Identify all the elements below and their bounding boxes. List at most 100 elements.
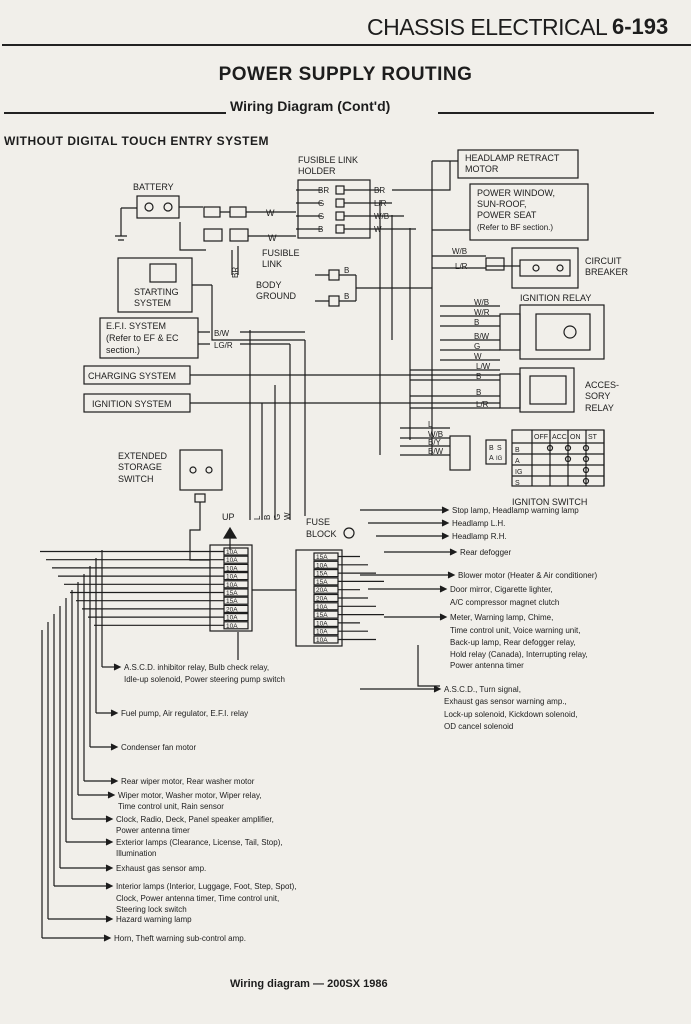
left-load-label: Idle-up solenoid, Power steering pump sw… (124, 675, 285, 684)
efi-line2: (Refer to EF & EC (106, 333, 179, 343)
switch-contact (564, 444, 572, 452)
fuse-rating-left: 10A (226, 557, 238, 564)
ignition-switch-wire: L (428, 420, 433, 429)
fuse-rating-right: 20A (316, 587, 328, 594)
left-load-label: Clock, Power antenna timer, Time control… (116, 894, 279, 903)
right-load-label: Rear defogger (460, 548, 511, 557)
fuse-wire-label: L (253, 515, 262, 520)
ignition-relay-wire: W/R (474, 308, 490, 317)
efi-line1: E.F.I. SYSTEM (106, 321, 166, 331)
battery: BATTERY (115, 182, 203, 241)
efi-line3: section.) (106, 345, 140, 355)
body-ground: BODY GROUND B B (256, 266, 432, 307)
page-footer: Wiring diagram — 200SX 1986 (230, 978, 388, 990)
fuse-rating-left: 10A (226, 623, 238, 630)
efi-wire-bw: B/W (214, 329, 230, 338)
wire-label-w1: W (266, 208, 275, 218)
right-load-label: Headlamp R.H. (452, 532, 507, 541)
ignition-relay-wire: B (474, 318, 479, 327)
pin-s: S (497, 445, 502, 452)
left-load-label: Hazard warning lamp (116, 915, 192, 924)
arrow-icon (103, 934, 112, 942)
switch-row: A (515, 458, 520, 465)
fusible-link-out: W/B (374, 212, 389, 221)
right-load-label: Hold relay (Canada), Interrupting relay, (450, 650, 588, 659)
right-load-label: Stop lamp, Headlamp warning lamp (452, 506, 579, 515)
power-window-line4: (Refer to BF section.) (477, 223, 553, 232)
power-window-box: POWER WINDOW, SUN-ROOF, POWER SEAT (Refe… (432, 183, 589, 241)
fusible-link-color: B (318, 225, 323, 234)
circuit-breaker: CIRCUIT BREAKER W/B L/R (432, 247, 629, 289)
arrow-icon (447, 571, 456, 579)
arrow-icon (107, 791, 116, 799)
pin-ig: IG (496, 456, 503, 462)
fuse-block-c-icon (343, 527, 355, 539)
fuse-rating-left: 15A (226, 598, 238, 605)
charging-label: CHARGING SYSTEM (88, 371, 176, 381)
accessory-line2: SORY (585, 391, 610, 401)
arrow-icon (105, 882, 114, 890)
ground-b1: B (344, 266, 349, 275)
left-load-label: Steering lock switch (116, 905, 187, 914)
ignition-switch-wire: W/B (428, 430, 443, 439)
efi-wire-lgr: LG/R (214, 341, 233, 350)
cb-wire-wb: W/B (452, 247, 467, 256)
accessory-line1: ACCES- (585, 380, 619, 390)
header-rule (2, 44, 691, 46)
fuse-rating-right: 15A (316, 554, 328, 561)
switch-contact (582, 444, 590, 452)
starting-line1: STARTING (134, 287, 179, 297)
left-load-label: Horn, Theft warning sub-control amp. (114, 934, 246, 943)
accessory-relay-wire: B (476, 372, 481, 381)
left-load-label: Clock, Radio, Deck, Panel speaker amplif… (116, 815, 274, 824)
pin-b: B (489, 445, 494, 452)
up-label: UP (222, 512, 235, 522)
arrow-icon (439, 585, 448, 593)
fusible-link-holder-line2: HOLDER (298, 166, 336, 176)
fusible-link-color: G (318, 212, 324, 221)
fuse-rating-left: 10A (226, 582, 238, 589)
fusible-link-out: W (374, 225, 382, 234)
arrow-icon (105, 815, 114, 823)
section-heading: CHASSIS ELECTRICAL (367, 14, 608, 40)
switch-row: B (515, 447, 520, 454)
right-load-label: Lock-up solenoid, Kickdown solenoid, (444, 710, 577, 719)
extended-line2: STORAGE (118, 462, 162, 472)
fuse-rating-left: 10A (226, 565, 238, 572)
arrow-icon (441, 532, 450, 540)
body-ground-line2: GROUND (256, 291, 296, 301)
subtitle-rule-right (438, 112, 654, 114)
headlamp-line1: HEADLAMP RETRACT (465, 153, 560, 163)
arrow-icon (433, 685, 442, 693)
left-load-label: A.S.C.D. inhibitor relay, Bulb check rel… (124, 663, 269, 672)
starting-line2: SYSTEM (134, 298, 171, 308)
arrow-icon (449, 548, 458, 556)
left-load-label: Rear wiper motor, Rear washer motor (121, 777, 255, 786)
arrow-icon (110, 743, 119, 751)
switch-header: OFF (534, 434, 548, 441)
page-number: 6-193 (612, 14, 669, 39)
fusible-link-out: BR (374, 186, 385, 195)
fuse-rating-left: 10A (226, 574, 238, 581)
ignition-switch-label: IGNITON SWITCH (512, 497, 587, 507)
right-load-label: Headlamp L.H. (452, 519, 505, 528)
arrow-icon (441, 506, 450, 514)
left-load-label: Exhaust gas sensor amp. (116, 864, 206, 873)
fusible-link-holder-line1: FUSIBLE LINK (298, 155, 358, 165)
right-load-label: Meter, Warning lamp, Chime, (450, 613, 553, 622)
left-load-label: Illumination (116, 849, 156, 858)
fuse-rating-right: 10A (316, 562, 328, 569)
arrow-icon (113, 663, 122, 671)
page-header: CHASSIS ELECTRICAL 6-193 (0, 0, 691, 52)
body-ground-line1: BODY (256, 280, 282, 290)
right-load-label: Back-up lamp, Rear defogger relay, (450, 638, 576, 647)
circuit-breaker-line1: CIRCUIT (585, 256, 622, 266)
fuse-wire-label: W (283, 512, 292, 520)
fuse-rating-right: 20A (316, 596, 328, 603)
fuse-wire-label: B (263, 515, 272, 520)
fuse-rating-left: 10A (226, 549, 238, 556)
right-load-label: Blower motor (Heater & Air conditioner) (458, 571, 598, 580)
